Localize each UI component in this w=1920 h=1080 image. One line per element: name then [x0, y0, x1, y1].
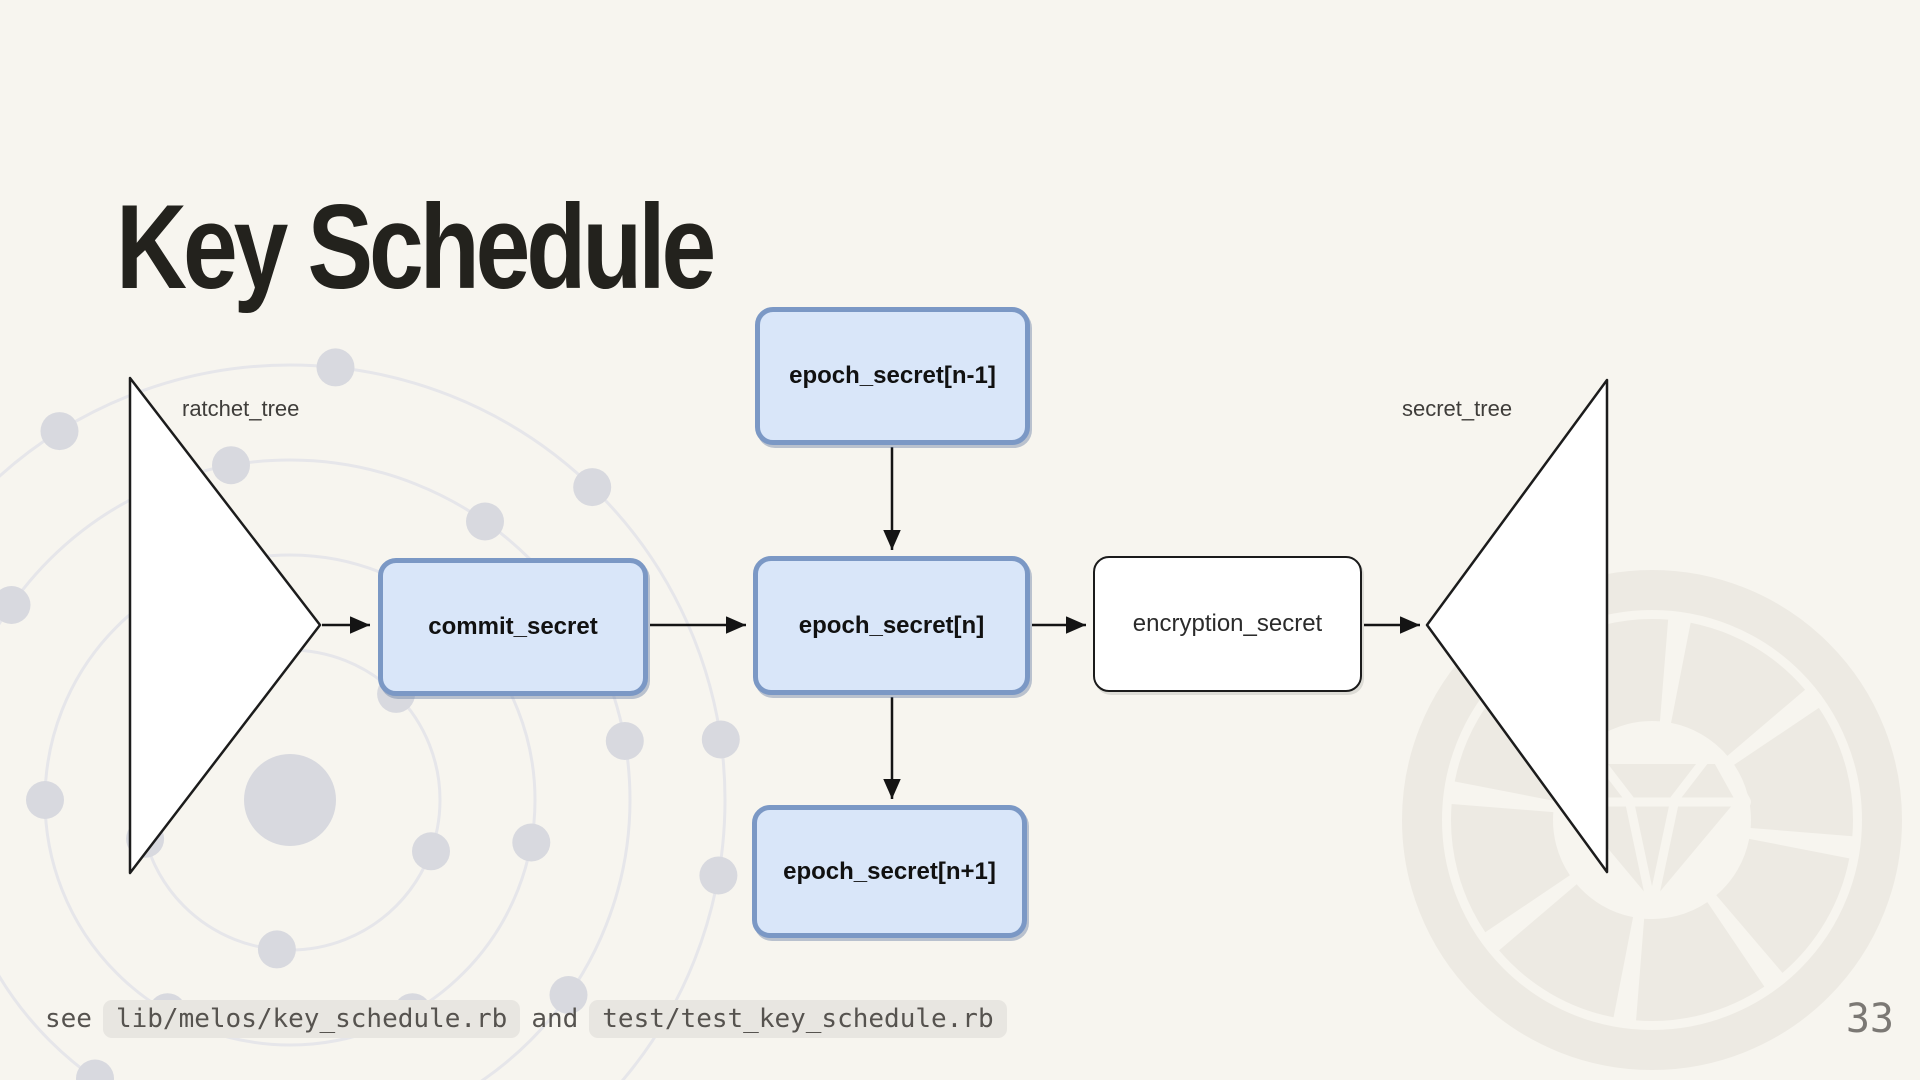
footer-see-text: see — [45, 1004, 92, 1034]
footer-note: see lib/melos/key_schedule.rb and test/t… — [45, 1000, 1007, 1038]
page-number: 33 — [1845, 996, 1894, 1042]
page-title: Key Schedule — [116, 180, 716, 315]
node-encryption-secret: encryption_secret — [1093, 556, 1362, 692]
footer-code-path-lib: lib/melos/key_schedule.rb — [102, 1000, 521, 1038]
footer-and-text: and — [531, 1004, 579, 1034]
secret-tree-triangle — [1425, 378, 1609, 874]
node-commit-secret: commit_secret — [378, 558, 648, 696]
secret-tree-label: secret_tree — [1402, 396, 1513, 421]
ratchet-tree-label: ratchet_tree — [182, 396, 300, 421]
node-epoch-secret-prev: epoch_secret[n-1] — [755, 307, 1030, 445]
node-epoch-secret-n: epoch_secret[n] — [753, 556, 1030, 695]
node-epoch-secret-next: epoch_secret[n+1] — [752, 805, 1027, 938]
footer-code-path-test: test/test_key_schedule.rb — [589, 1000, 1007, 1038]
ratchet-tree-triangle — [128, 376, 322, 875]
flow-arrows — [322, 447, 1420, 799]
